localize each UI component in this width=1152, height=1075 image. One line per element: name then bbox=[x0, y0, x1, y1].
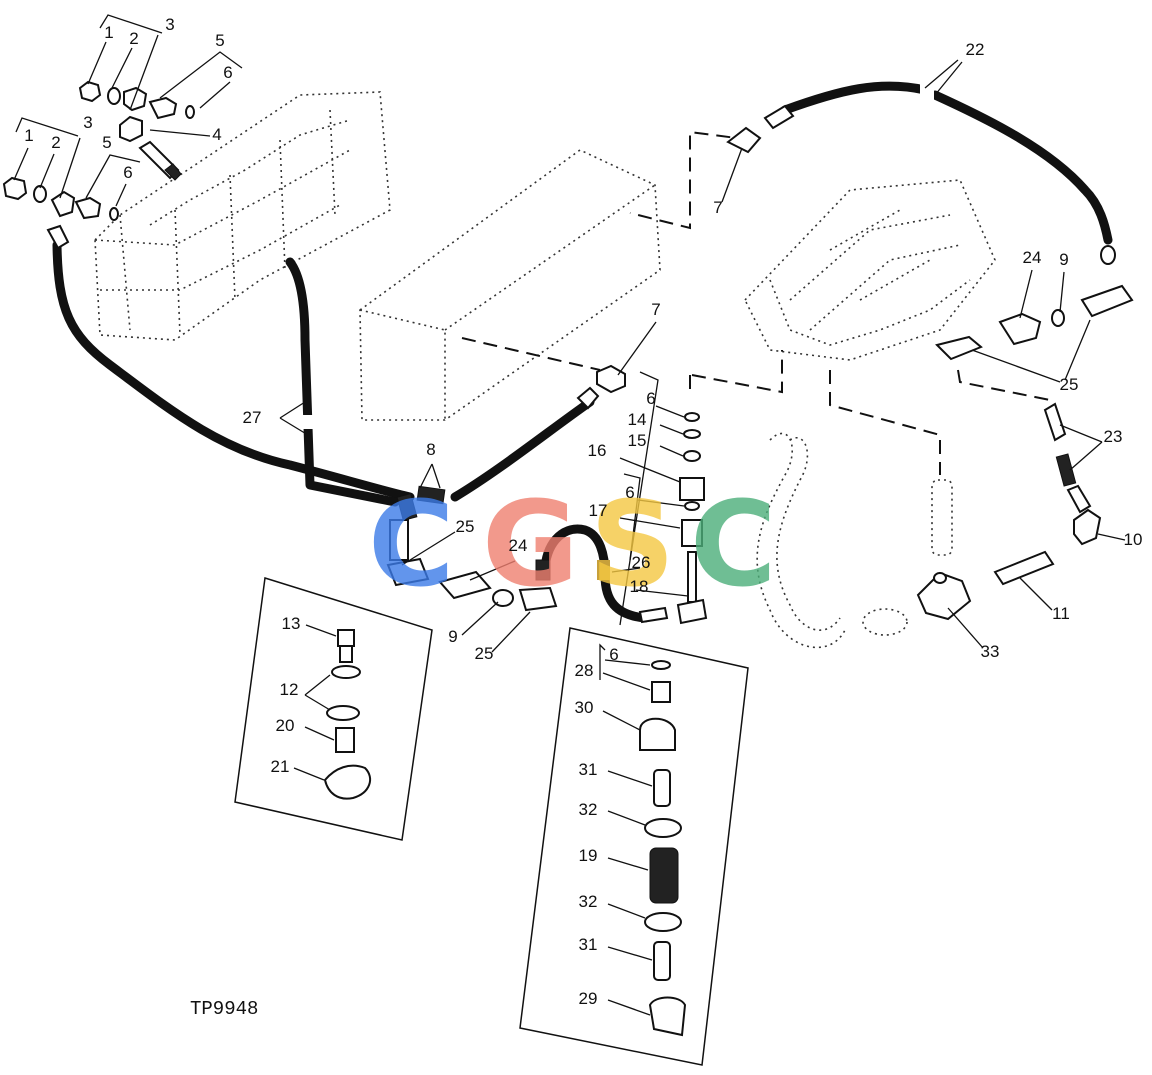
leader-lines bbox=[13, 14, 1126, 1016]
callout-c4: 4 bbox=[212, 125, 221, 144]
hose-26 bbox=[540, 524, 650, 623]
callout-c25b: 25 bbox=[456, 517, 475, 536]
watermark-letter-3: S bbox=[590, 475, 675, 613]
callout-c7a: 7 bbox=[713, 198, 722, 217]
valve-column bbox=[638, 412, 708, 625]
ghost-fuel-tank bbox=[359, 149, 661, 421]
callout-c22: 22 bbox=[966, 40, 985, 59]
hoses bbox=[52, 81, 1113, 623]
callout-c18: 18 bbox=[630, 577, 649, 596]
hose-27 bbox=[285, 257, 400, 507]
callout-c17: 17 bbox=[589, 501, 608, 520]
callout-c28: 28 bbox=[575, 661, 594, 680]
hose-left-long bbox=[52, 240, 415, 502]
fittings-misc bbox=[576, 104, 1134, 621]
callout-c32a: 32 bbox=[579, 800, 598, 819]
callout-c6e: 6 bbox=[609, 645, 618, 664]
fitting-cluster-lower bbox=[2, 176, 119, 250]
callout-c31b: 31 bbox=[579, 935, 598, 954]
ghost-control-valve-stack bbox=[94, 91, 391, 341]
callout-c6a: 6 bbox=[223, 63, 232, 82]
watermark-letter-1: C bbox=[368, 475, 455, 613]
callout-c5a: 5 bbox=[215, 31, 224, 50]
callout-c11: 11 bbox=[1052, 604, 1070, 623]
callout-c24b: 24 bbox=[509, 536, 528, 555]
callout-c25c: 25 bbox=[475, 644, 494, 663]
callout-c16: 16 bbox=[588, 441, 607, 460]
ghost-return-pipe bbox=[862, 479, 953, 636]
watermark: C G S C bbox=[368, 475, 777, 613]
callout-c29: 29 bbox=[579, 989, 598, 1008]
callout-c20: 20 bbox=[276, 716, 295, 735]
callout-c14: 14 bbox=[628, 410, 647, 429]
callout-c33: 33 bbox=[981, 642, 1000, 661]
ghost-hydraulic-pump bbox=[744, 179, 996, 361]
callout-c27: 27 bbox=[243, 408, 262, 427]
callout-c25a: 25 bbox=[1060, 375, 1079, 394]
ghost-suction-hose bbox=[756, 432, 846, 649]
callout-c7b: 7 bbox=[651, 300, 660, 319]
callout-c5b: 5 bbox=[102, 133, 111, 152]
watermark-letter-4: C bbox=[690, 475, 777, 613]
callout-c6c: 6 bbox=[646, 389, 655, 408]
callout-c26: 26 bbox=[632, 553, 651, 572]
fittings-center bbox=[386, 485, 610, 612]
inset-box-left bbox=[234, 577, 433, 841]
callout-c30: 30 bbox=[575, 698, 594, 717]
watermark-letter-2: G bbox=[482, 475, 579, 613]
callout-c15: 15 bbox=[628, 431, 647, 450]
callout-c6b: 6 bbox=[123, 163, 132, 182]
callout-c31a: 31 bbox=[579, 760, 598, 779]
callout-c12: 12 bbox=[280, 680, 299, 699]
callout-c2a: 2 bbox=[129, 29, 138, 48]
callout-c9a: 9 bbox=[1059, 250, 1068, 269]
callout-c23: 23 bbox=[1104, 427, 1123, 446]
routing-lines bbox=[461, 130, 1053, 475]
callout-c6d: 6 bbox=[625, 483, 634, 502]
callout-c13: 13 bbox=[282, 614, 301, 633]
hose-22 bbox=[780, 81, 930, 115]
callout-c32b: 32 bbox=[579, 892, 598, 911]
callout-c1a: 1 bbox=[104, 23, 113, 42]
callout-c8: 8 bbox=[426, 440, 435, 459]
callout-c9b: 9 bbox=[448, 627, 457, 646]
callout-c21: 21 bbox=[271, 757, 290, 776]
callout-c2b: 2 bbox=[51, 133, 60, 152]
hose-break-marks bbox=[301, 82, 934, 429]
callout-c3b: 3 bbox=[83, 113, 92, 132]
callout-c3a: 3 bbox=[165, 15, 174, 34]
callout-c1b: 1 bbox=[24, 126, 33, 145]
hose-22b bbox=[930, 90, 1113, 245]
callout-c10: 10 bbox=[1124, 530, 1143, 549]
inset-box-right bbox=[519, 627, 749, 1066]
callout-c19: 19 bbox=[579, 846, 598, 865]
hose-7 bbox=[450, 397, 595, 502]
figure-id: TP9948 bbox=[190, 998, 258, 1020]
fitting-cluster-upper bbox=[78, 80, 195, 181]
callout-c24a: 24 bbox=[1023, 248, 1042, 267]
